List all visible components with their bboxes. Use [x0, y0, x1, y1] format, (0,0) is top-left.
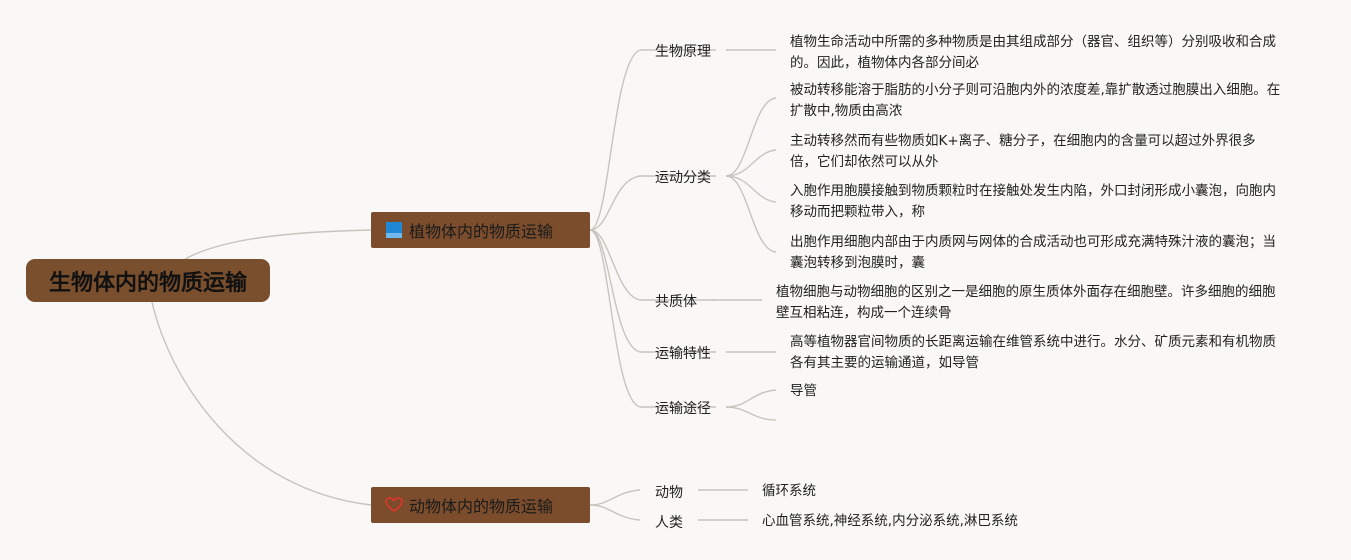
subtopic-symplast[interactable]: 共质体 — [655, 294, 697, 310]
subtopic-human[interactable]: 人类 — [655, 515, 683, 531]
leaf-vessel[interactable]: 导管 — [790, 383, 817, 399]
root-node[interactable]: 生物体内的物质运输 — [26, 259, 270, 302]
leaf-endocytosis[interactable]: 入胞作用胞膜接触到物质颗粒时在接触处发生内陷，外口封闭形成小囊泡，向胞内移动而把… — [790, 183, 1276, 220]
subtopic-principle[interactable]: 生物原理 — [655, 44, 711, 60]
leaf-active-transport[interactable]: 主动转移然而有些物质如K+离子、糖分子，在细胞内的含量可以超过外界很多倍，它们却… — [790, 133, 1256, 170]
leaf-passive-transport[interactable]: 被动转移能溶于脂肪的小分子则可沿胞内外的浓度差,靠扩散透过胞膜出入细胞。在扩散中… — [790, 82, 1281, 119]
leaf-principle[interactable]: 植物生命活动中所需的多种物质是由其组成部分（器官、组织等）分别吸收和合成的。因此… — [790, 34, 1276, 71]
leaf-circulatory-system[interactable]: 循环系统 — [762, 483, 816, 499]
branch-animal-label: 动物体内的物质运输 — [409, 497, 554, 516]
leaf-transport-traits[interactable]: 高等植物器官间物质的长距离运输在维管系统中进行。水分、矿质元素和有机物质各有其主… — [790, 334, 1276, 371]
blue-square-icon — [385, 221, 403, 239]
subtopic-movement-types[interactable]: 运动分类 — [655, 170, 711, 186]
branch-plant-label: 植物体内的物质运输 — [409, 222, 554, 241]
subtopic-animal[interactable]: 动物 — [655, 485, 683, 501]
subtopic-transport-traits[interactable]: 运输特性 — [655, 346, 711, 362]
leaf-human-systems[interactable]: 心血管系统,神经系统,内分泌系统,淋巴系统 — [762, 513, 1018, 529]
branch-plant[interactable]: 植物体内的物质运输 — [371, 212, 590, 248]
leaf-symplast[interactable]: 植物细胞与动物细胞的区别之一是细胞的原生质体外面存在细胞壁。许多细胞的细胞壁互相… — [776, 284, 1276, 321]
branch-animal[interactable]: 动物体内的物质运输 — [371, 487, 590, 523]
subtopic-transport-path[interactable]: 运输途径 — [655, 401, 711, 417]
heart-icon — [385, 497, 403, 513]
leaf-exocytosis[interactable]: 出胞作用细胞内部由于内质网与网体的合成活动也可形成充满特殊汁液的囊泡；当囊泡转移… — [790, 234, 1276, 271]
root-label: 生物体内的物质运输 — [48, 270, 247, 296]
